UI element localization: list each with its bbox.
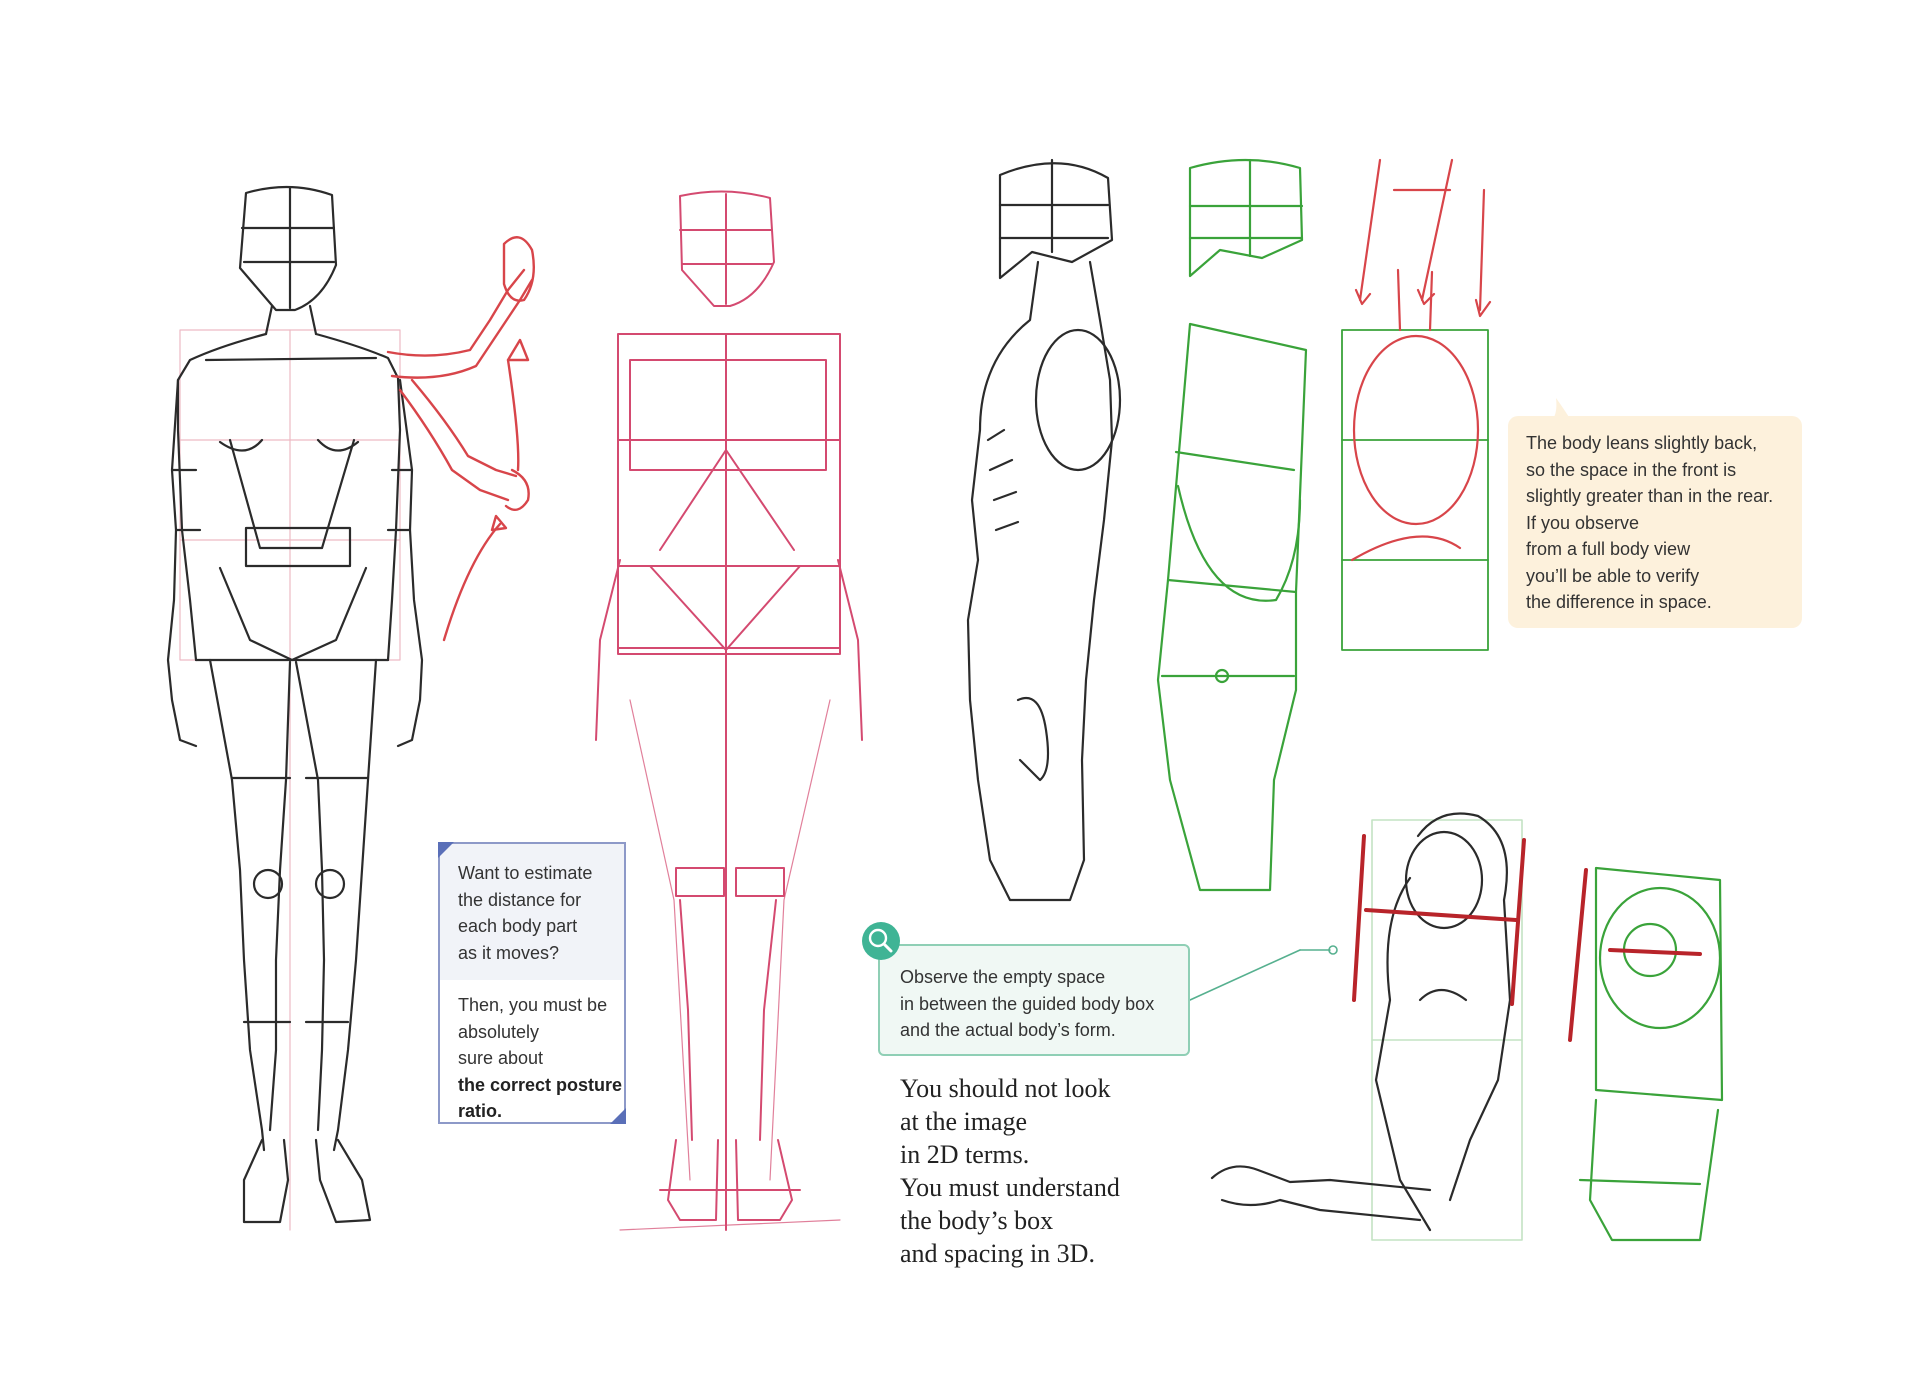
statement-line: You must understand bbox=[900, 1173, 1120, 1202]
note-body-lean: The body leans slightly back, so the spa… bbox=[1508, 398, 1802, 628]
lean-line: from a full body view bbox=[1526, 539, 1691, 559]
front-female-figure bbox=[166, 185, 424, 1231]
connector-lines bbox=[1189, 945, 1338, 1001]
statement-line: the body’s box bbox=[900, 1206, 1054, 1235]
statement-3d-thinking: You should not look at the image in 2D t… bbox=[900, 1072, 1120, 1270]
note-corner-mark bbox=[438, 842, 454, 858]
question-line: each body part bbox=[458, 916, 578, 936]
note-estimate-answer: Then, you must be absolutely sure about … bbox=[440, 980, 624, 1125]
lean-line: If you observe bbox=[1526, 512, 1640, 533]
statement-line: and spacing in 3D. bbox=[900, 1239, 1095, 1268]
answer-line: sure about bbox=[458, 1048, 544, 1068]
note-estimate-question: Want to estimate the distance for each b… bbox=[440, 844, 624, 980]
red-arm-study bbox=[386, 236, 535, 642]
note-corner-mark bbox=[610, 1108, 626, 1124]
answer-line: absolutely bbox=[458, 1021, 540, 1042]
note-observe-space: Observe the empty space in between the g… bbox=[878, 944, 1190, 1056]
question-line: the distance for bbox=[458, 889, 582, 910]
statement-line: You should not look bbox=[900, 1074, 1111, 1103]
question-line: as it moves? bbox=[458, 942, 560, 963]
lean-line: The body leans slightly back, bbox=[1526, 433, 1758, 453]
lean-line: so the space in the front is bbox=[1526, 459, 1737, 480]
observe-line: Observe the empty space bbox=[900, 967, 1106, 987]
observe-line: and the actual body’s form. bbox=[900, 1020, 1116, 1040]
statement-line: at the image bbox=[900, 1107, 1028, 1136]
emphasis-line: the correct posture bbox=[458, 1074, 623, 1095]
emphasis-line: ratio. bbox=[458, 1101, 503, 1121]
green-box-side-figure bbox=[1156, 158, 1308, 892]
note-estimate-distance: Want to estimate the distance for each b… bbox=[438, 842, 626, 1124]
pink-box-figure bbox=[595, 190, 863, 1231]
statement-line: in 2D terms. bbox=[900, 1140, 1030, 1169]
answer-line: Then, you must be bbox=[458, 995, 608, 1015]
lean-line: slightly greater than in the rear. bbox=[1526, 486, 1774, 506]
arm-box-study bbox=[1210, 812, 1526, 1241]
lean-line: the difference in space. bbox=[1526, 592, 1712, 612]
question-line: Want to estimate bbox=[458, 863, 593, 883]
magnifier-icon bbox=[862, 922, 900, 960]
green-arm-box bbox=[1568, 866, 1724, 1242]
speech-bubble-tail bbox=[1550, 398, 1572, 422]
observe-line: in between the guided body box bbox=[900, 993, 1155, 1014]
torso-lean-diagram bbox=[1341, 158, 1492, 651]
lean-line: you’ll be able to verify bbox=[1526, 565, 1700, 586]
side-male-figure bbox=[966, 158, 1122, 902]
